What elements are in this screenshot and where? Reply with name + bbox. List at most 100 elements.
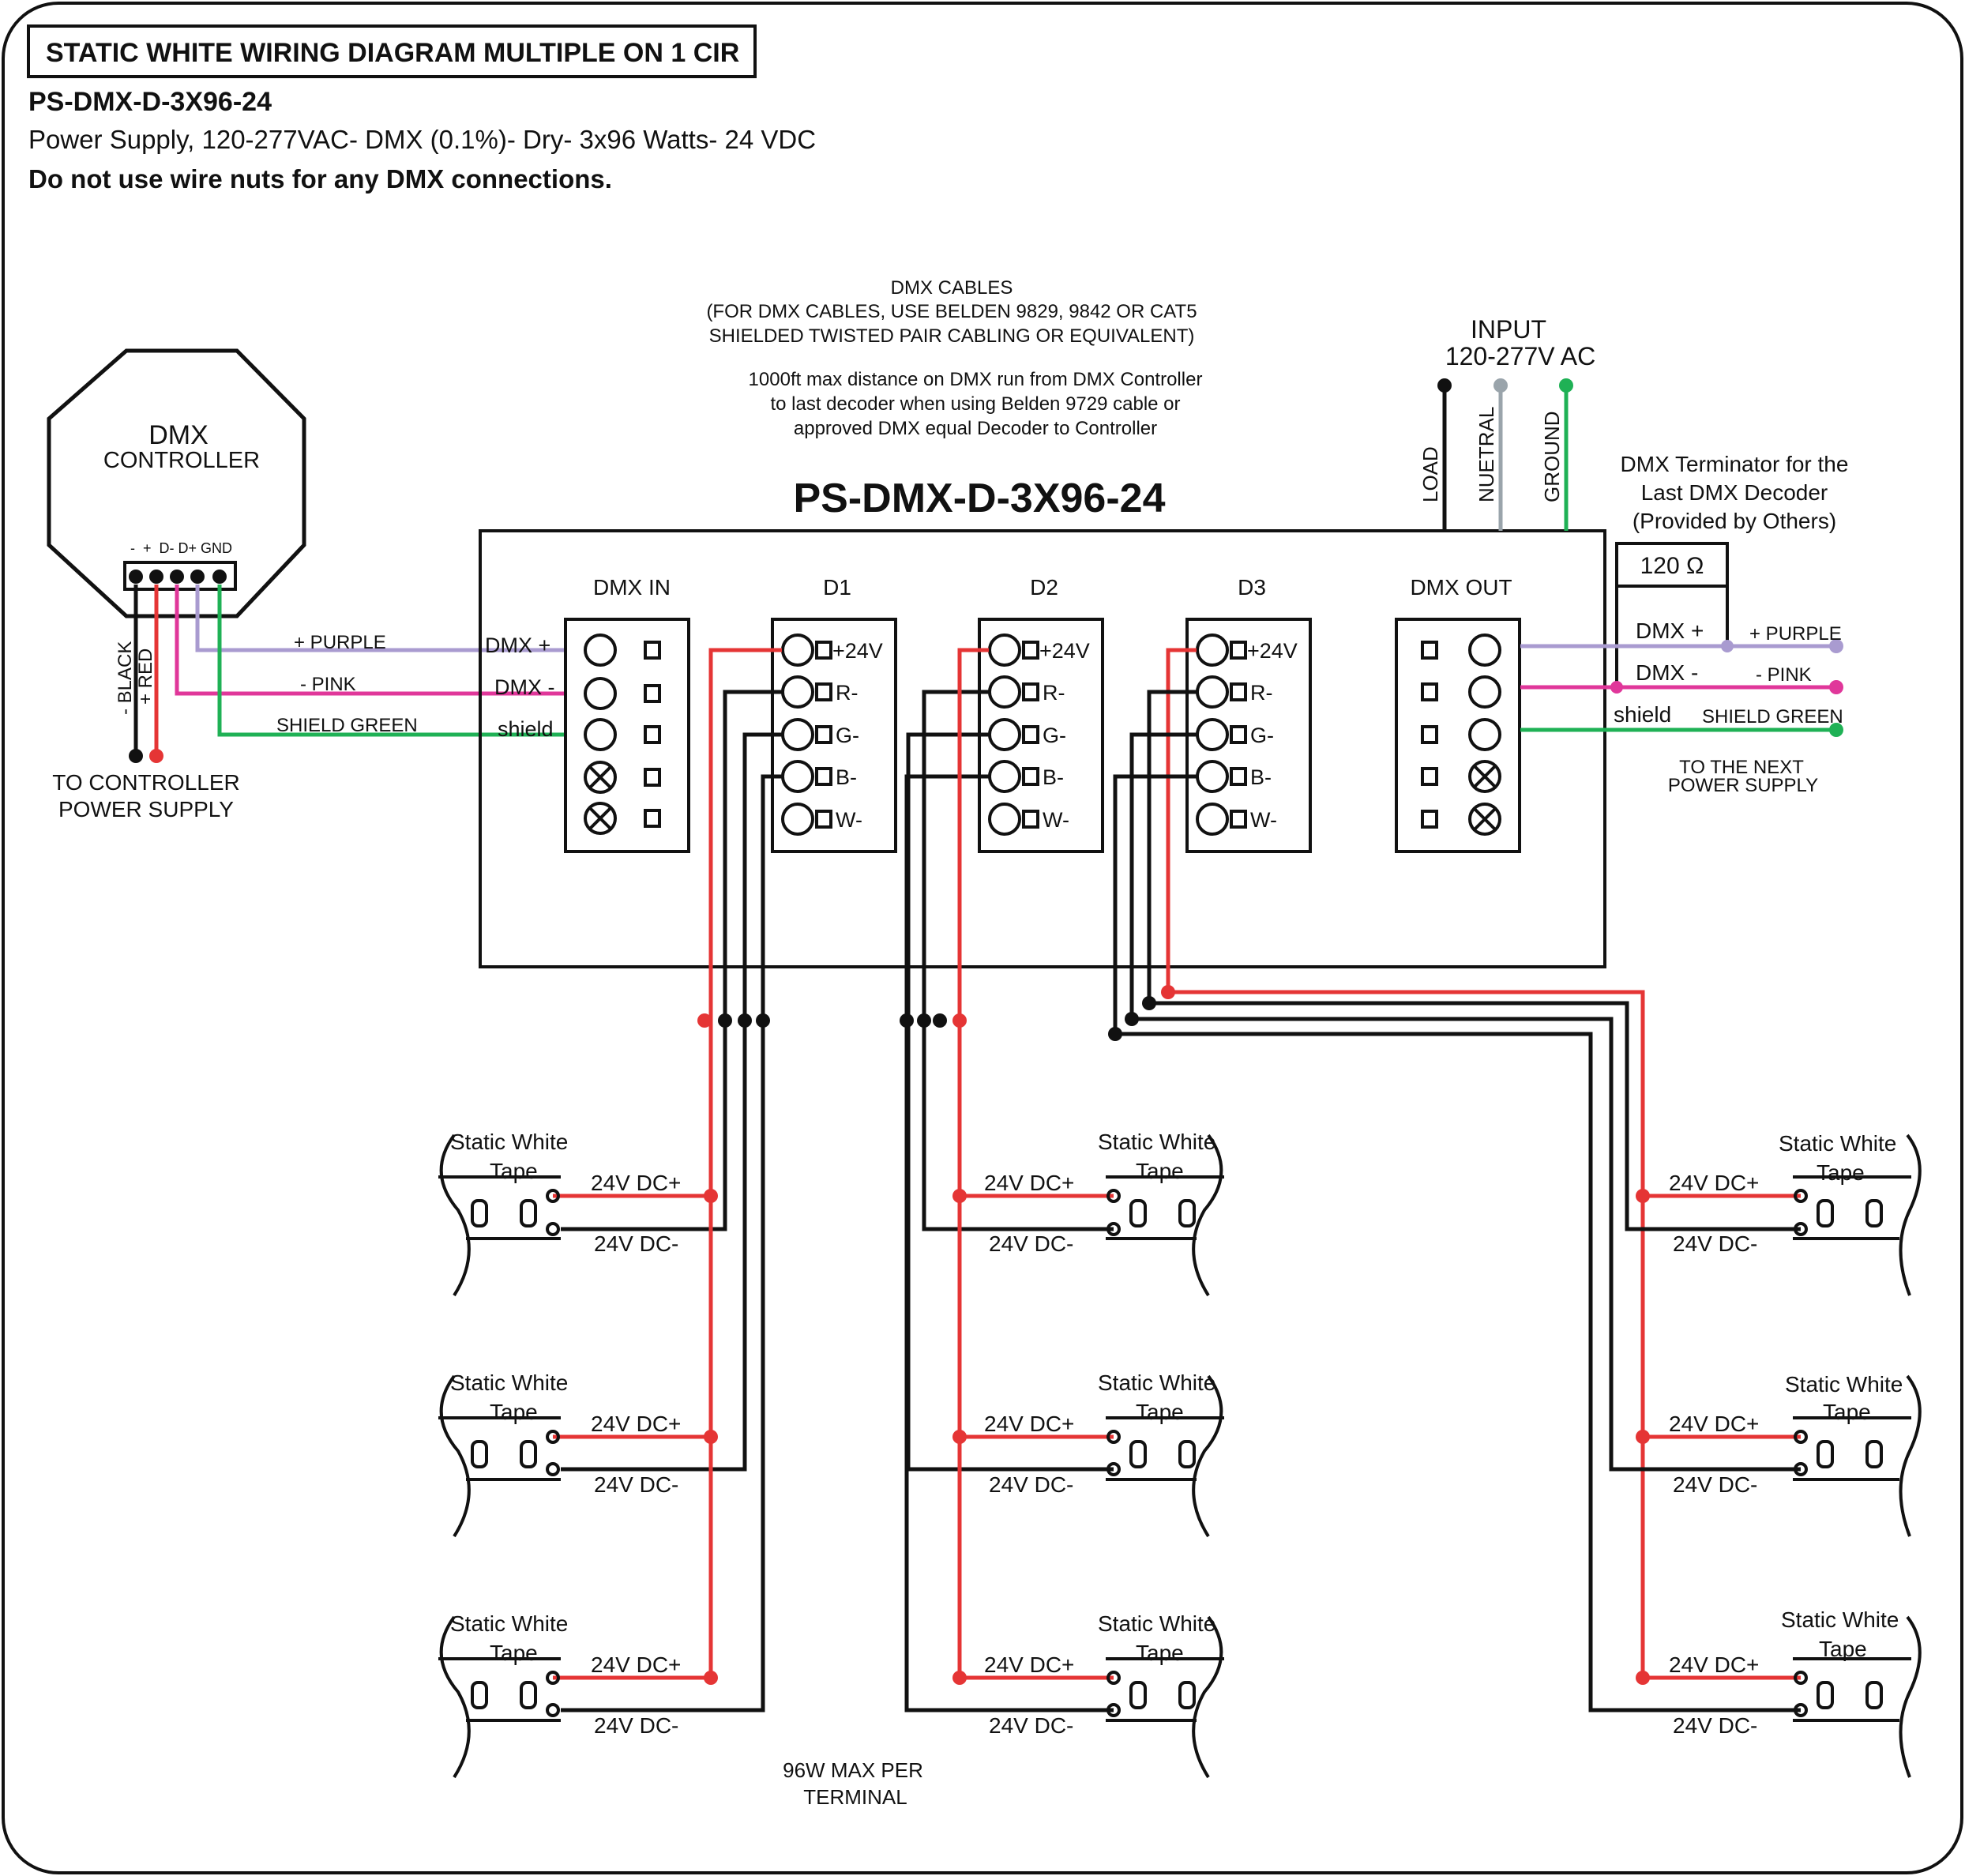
controller-power-label: TO CONTROLLER — [52, 770, 240, 795]
d3-block — [1185, 618, 1312, 853]
neutral-label: NUETRAL — [1475, 407, 1498, 502]
note-line: (FOR DMX CABLES, USE BELDEN 9829, 9842 O… — [706, 301, 1197, 322]
channel-label: W- — [1043, 808, 1069, 832]
tape-plus-label: 24V DC+ — [591, 1652, 681, 1677]
dmx-input-wires — [175, 585, 584, 737]
ground-label: GROUND — [1540, 411, 1564, 502]
channel-label: W- — [836, 808, 862, 832]
tape-name: Tape — [490, 1159, 538, 1183]
tape-labels-center: Static White Tape 24V DC+ 24V DC- Static… — [984, 1130, 1215, 1738]
dmx-cables-note: DMX CABLES (FOR DMX CABLES, USE BELDEN 9… — [706, 277, 1202, 439]
tape-minus-label: 24V DC- — [1673, 1713, 1757, 1738]
purple-wire-label: + PURPLE — [294, 632, 386, 653]
tape-strip — [1793, 1374, 1922, 1537]
block-label-d2: D2 — [1030, 575, 1058, 600]
block-label-d1: D1 — [823, 575, 851, 600]
controller-power-wires — [133, 585, 159, 754]
tape-strip — [438, 1133, 561, 1297]
d1-block — [771, 618, 897, 853]
channel-label: W- — [1250, 808, 1277, 832]
decoder-body — [479, 529, 1606, 968]
tape-strip — [1793, 1133, 1922, 1296]
green-out-label: SHIELD GREEN — [1702, 706, 1843, 727]
wire-nut-warning: Do not use wire nuts for any DMX connect… — [28, 164, 612, 194]
note-line: to last decoder when using Belden 9729 c… — [770, 393, 1180, 415]
title-box — [27, 24, 757, 78]
tape-name: Tape — [1136, 1641, 1184, 1665]
terminator-shield-label: shield — [1614, 702, 1671, 727]
tape-strip — [1106, 1374, 1224, 1538]
tape-name: Tape — [490, 1400, 538, 1424]
ac-input-lines — [1442, 385, 1569, 531]
block-label-dmx-out: DMX OUT — [1410, 575, 1512, 600]
tape-name: Static White — [1098, 1611, 1215, 1636]
tape-name: Static White — [1781, 1607, 1899, 1632]
note-line: SHIELDED TWISTED PAIR CABLING OR EQUIVAL… — [709, 325, 1195, 347]
terminator-title-line: (Provided by Others) — [1632, 509, 1836, 533]
channel-label: G- — [1043, 724, 1066, 747]
pink-wire-label: - PINK — [300, 674, 356, 695]
controller-subtitle: CONTROLLER — [103, 448, 260, 473]
terminator-title-line: Last DMX Decoder — [1641, 480, 1828, 505]
block-label-d3: D3 — [1238, 575, 1266, 600]
channel-label: G- — [1250, 724, 1274, 747]
tape-name: Tape — [1136, 1400, 1184, 1424]
d2-channel-labels: +24V R- G- B- W- — [1039, 639, 1090, 832]
tape-minus-label: 24V DC- — [1673, 1231, 1757, 1256]
load-label: LOAD — [1418, 446, 1442, 502]
tape-plus-label: 24V DC+ — [1669, 1412, 1759, 1436]
tape-labels-left: Static White Tape 24V DC+ 24V DC- Static… — [450, 1130, 681, 1738]
tape-strip — [1793, 1615, 1922, 1778]
tape-plus-label: 24V DC+ — [1669, 1171, 1759, 1195]
note-line: approved DMX equal Decoder to Controller — [794, 418, 1157, 439]
channel-label: +24V — [1039, 639, 1090, 663]
controller-body — [47, 348, 306, 618]
terminator-title-line: DMX Terminator for the — [1621, 452, 1849, 476]
model-heading: PS-DMX-D-3X96-24 — [28, 87, 272, 117]
channel-label: R- — [836, 681, 859, 705]
tape-plus-label: 24V DC+ — [591, 1412, 681, 1436]
pink-out-label: - PINK — [1756, 664, 1812, 686]
diagram-title: STATIC WHITE WIRING DIAGRAM MULTIPLE ON … — [46, 38, 739, 68]
pink-wire — [175, 585, 584, 696]
resistor-box — [1615, 542, 1729, 588]
tape-name: Static White — [450, 1611, 568, 1636]
tape-name: Static White — [450, 1130, 568, 1154]
input-title: INPUT — [1471, 315, 1546, 344]
channel-label: B- — [1250, 765, 1272, 789]
input-voltage: 120-277V AC — [1445, 342, 1595, 370]
decoder-model-label: PS-DMX-D-3X96-24 — [793, 476, 1165, 521]
controller-pin-labels: - + D- D+ GND — [130, 540, 232, 556]
d2-block — [978, 618, 1104, 853]
tape-strip — [1106, 1615, 1224, 1779]
neutral-terminal — [1493, 378, 1508, 393]
black-wire-end — [129, 749, 143, 763]
green-wire — [217, 585, 584, 737]
channel-label: B- — [836, 765, 857, 789]
channel-label: R- — [1250, 681, 1273, 705]
tape-minus-label: 24V DC- — [1673, 1472, 1757, 1497]
tape-name: Static White — [450, 1370, 568, 1395]
purple-out-label: + PURPLE — [1749, 623, 1842, 645]
load-terminal — [1437, 378, 1452, 393]
tape-minus-label: 24V DC- — [989, 1472, 1073, 1497]
tape-plus-label: 24V DC+ — [984, 1171, 1074, 1195]
dmx-in-shield-label: shield — [498, 717, 554, 741]
tape-name: Static White — [1779, 1131, 1896, 1156]
red-wire-label: + RED — [135, 649, 156, 705]
tape-minus-label: 24V DC- — [594, 1472, 678, 1497]
tape-plus-label: 24V DC+ — [984, 1412, 1074, 1436]
green-out-end — [1829, 723, 1843, 737]
tape-name: Tape — [1817, 1160, 1865, 1185]
tape-strip — [438, 1374, 561, 1538]
tape-name: Static White — [1098, 1130, 1215, 1154]
d1-channel-labels: +24V R- G- B- W- — [832, 639, 883, 832]
block-label-dmx-in: DMX IN — [593, 575, 671, 600]
tape-plus-label: 24V DC+ — [591, 1171, 681, 1195]
terminator-plus-label: DMX + — [1636, 618, 1704, 643]
terminator-minus-node — [1610, 681, 1623, 694]
channel-label: +24V — [832, 639, 883, 663]
tape-name: Tape — [1823, 1400, 1871, 1424]
purple-wire — [195, 585, 584, 652]
channel-label: B- — [1043, 765, 1064, 789]
